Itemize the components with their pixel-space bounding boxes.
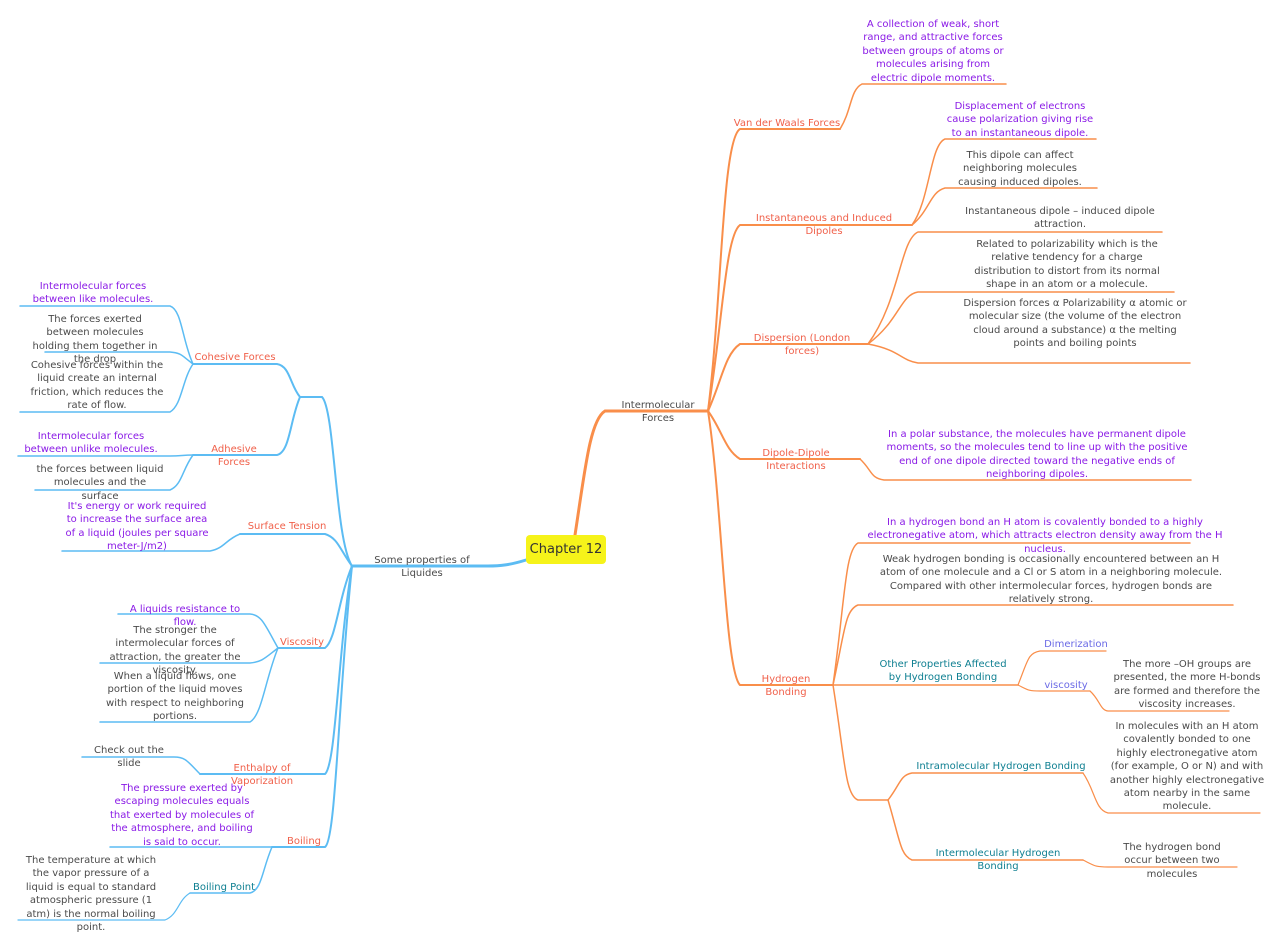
intermolecular-hb-desc: The hydrogen bond occur between two mole… <box>1123 842 1221 880</box>
hydrogen-bonding-desc-1: In a hydrogen bond an H atom is covalent… <box>867 517 1223 555</box>
instantaneous-dipoles-desc-2: This dipole can affect neighboring molec… <box>958 150 1082 188</box>
some-properties-topic[interactable]: Some properties of Liquides <box>374 555 470 580</box>
adhesive-desc-1: Intermolecular forces between unlike mol… <box>24 431 158 456</box>
boiling-topic[interactable]: Boiling <box>287 836 321 847</box>
instantaneous-dipoles-desc-1: Displacement of electrons cause polariza… <box>946 101 1094 139</box>
viscosity-topic[interactable]: Viscosity <box>279 637 325 648</box>
dispersion-desc-2: Dispersion forces α Polarizability α ato… <box>963 298 1187 350</box>
viscosity-desc-1: A liquids resistance to flow. <box>129 604 241 629</box>
viscosity-desc-2: The stronger the intermolecular forces o… <box>109 625 241 677</box>
dispersion-desc-1: Related to polarizability which is the r… <box>974 239 1160 291</box>
intramolecular-hb-topic[interactable]: Intramolecular Hydrogen Bonding <box>916 761 1086 772</box>
viscosity-hb-desc: The more –OH groups are presented, the m… <box>1113 659 1261 711</box>
surface-tension-topic[interactable]: Surface Tension <box>247 521 327 532</box>
cohesive-desc-3: Cohesive forces within the liquid create… <box>30 360 164 412</box>
viscosity-desc-3: When a liquid flows, one portion of the … <box>106 671 244 723</box>
boiling-point-desc: The temperature at which the vapor press… <box>25 855 157 934</box>
instantaneous-dipoles-topic[interactable]: Instantaneous and Induced Dipoles <box>755 213 893 238</box>
enthalpy-topic[interactable]: Enthalpy of Vaporization <box>230 763 294 788</box>
dispersion-topic[interactable]: Dispersion (London forces) <box>753 333 851 358</box>
hydrogen-bonding-topic[interactable]: Hydrogen Bonding <box>761 674 811 699</box>
intramolecular-hb-desc: In molecules with an H atom covalently b… <box>1109 721 1265 813</box>
boiling-desc: The pressure exerted by escaping molecul… <box>110 783 254 848</box>
cohesive-desc-2: The forces exerted between molecules hol… <box>32 314 158 366</box>
van-der-waals-desc: A collection of weak, short range, and a… <box>862 19 1004 84</box>
dimerization-topic[interactable]: Dimerization <box>1044 639 1108 650</box>
intermolecular-hb-topic[interactable]: Intermolecular Hydrogen Bonding <box>935 848 1061 873</box>
boiling-point-topic[interactable]: Boiling Point <box>192 882 255 893</box>
other-properties-topic[interactable]: Other Properties Affected by Hydrogen Bo… <box>879 659 1007 684</box>
root-topic[interactable]: Chapter 12 <box>526 535 606 564</box>
adhesive-forces-topic[interactable]: Adhesive Forces <box>211 444 257 469</box>
surface-tension-desc: It's energy or work required to increase… <box>65 501 209 553</box>
dipole-dipole-topic[interactable]: Dipole-Dipole Interactions <box>762 448 830 473</box>
cohesive-desc-1: Intermolecular forces between like molec… <box>32 281 154 306</box>
enthalpy-desc: Check out the slide <box>94 745 164 770</box>
cohesive-forces-topic[interactable]: Cohesive Forces <box>194 352 276 363</box>
dipole-dipole-desc: In a polar substance, the molecules have… <box>886 429 1188 481</box>
intermolecular-forces-topic[interactable]: Intermolecular Forces <box>621 400 695 425</box>
viscosity-hb-topic[interactable]: viscosity <box>1044 680 1088 691</box>
instantaneous-dipoles-desc-3: Instantaneous dipole – induced dipole at… <box>965 206 1155 231</box>
hydrogen-bonding-desc-2: Weak hydrogen bonding is occasionally en… <box>879 554 1223 606</box>
adhesive-desc-2: the forces between liquid molecules and … <box>36 464 164 502</box>
van-der-waals-topic[interactable]: Van der Waals Forces <box>733 118 841 129</box>
